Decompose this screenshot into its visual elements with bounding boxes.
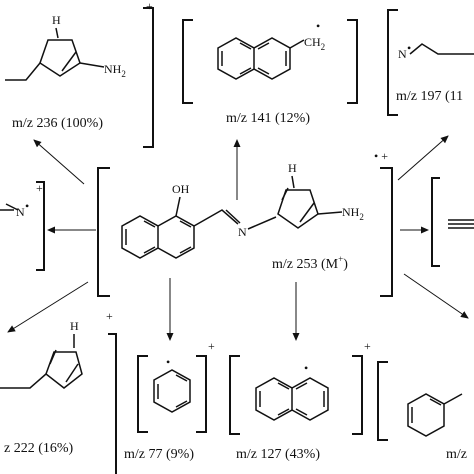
- label-77: m/z 77 (9%): [124, 447, 194, 462]
- n-c-bond: [247, 216, 277, 230]
- naphthalene-ring: [255, 377, 329, 421]
- chain: [0, 203, 19, 211]
- imine-chain: [409, 43, 474, 55]
- radical-dot: •: [407, 41, 411, 55]
- bracket-left: [229, 355, 240, 435]
- atom-n: N: [16, 205, 25, 219]
- bracket-right: [196, 355, 207, 433]
- fragment-77: • + m/z 77 (9%): [124, 339, 215, 462]
- triple-bond: [448, 219, 474, 229]
- fragment-222: H z 222 (16%) +: [0, 309, 117, 474]
- fragment-141: CH2 • m/z 141 (12%): [182, 19, 358, 126]
- fragment-bottom-right: m/z: [377, 361, 467, 462]
- imine-chain: [0, 373, 47, 389]
- bracket-right: [143, 7, 154, 148]
- naphthalene-ring: [217, 37, 291, 80]
- benzo-ring-inner: [411, 398, 442, 423]
- bracket-right: [380, 167, 393, 297]
- ch2-bond: [289, 39, 305, 49]
- c-nh2-bond: [79, 62, 105, 68]
- label-236: m/z 236 (100%): [12, 116, 103, 131]
- triazole-ring: [39, 39, 81, 77]
- charge-plus: +: [364, 339, 371, 353]
- arrow-to-197: [397, 135, 449, 181]
- label-197: m/z 197 (11: [396, 89, 463, 104]
- benzene-ring: [153, 369, 191, 413]
- bracket-right: [108, 333, 117, 474]
- c-nh2-bond: [317, 211, 343, 215]
- atom-oh: OH: [172, 182, 190, 196]
- radical-dot: •: [304, 361, 308, 375]
- atom-ch2: CH2: [304, 35, 325, 52]
- bracket-left: [377, 361, 388, 441]
- imine-chain: [5, 62, 41, 81]
- fragment-236: H NH2 m/z 236 (100%) +: [5, 0, 154, 148]
- molecular-ion-253: OH N H NH2 • + m/z 253 (M+): [97, 149, 393, 297]
- atom-nh2: NH2: [342, 205, 364, 222]
- arrow-to-bottom-right: [403, 273, 469, 319]
- atom-h: H: [70, 319, 79, 333]
- atom-h: H: [52, 13, 61, 27]
- atom-nh2: NH2: [104, 62, 126, 79]
- benzo-ring: [407, 393, 463, 437]
- bracket-right: [352, 355, 363, 435]
- charge-plus: +: [36, 181, 43, 195]
- bracket-left: [387, 9, 398, 116]
- label-cut: m/z: [446, 447, 467, 462]
- triazole-ring: [45, 349, 83, 389]
- charge-plus: +: [106, 309, 113, 323]
- fragment-197: N • m/z 197 (11: [387, 9, 474, 116]
- label-222: z 222 (16%): [4, 441, 74, 456]
- charge-plus: +: [146, 0, 153, 13]
- fragment-left-mid: N • +: [0, 181, 45, 271]
- fragment-127: • + m/z 127 (43%): [229, 339, 371, 462]
- radical-dot: •: [25, 199, 29, 213]
- oh-bond: [175, 196, 181, 217]
- bracket-right: [36, 181, 45, 271]
- radical-dot: •: [166, 355, 170, 369]
- atom-h: H: [288, 161, 297, 175]
- charge-radical-cation: • +: [374, 149, 388, 163]
- reaction-arrows: [7, 135, 469, 341]
- arrow-to-222: [7, 281, 89, 333]
- bracket-right: [347, 19, 358, 104]
- bracket-left: [97, 167, 110, 297]
- imine-double: [225, 209, 241, 224]
- label-253: m/z 253 (M+): [272, 254, 348, 272]
- radical-dot: •: [316, 19, 320, 33]
- nh-bond: [291, 175, 295, 189]
- imine-chain: [193, 209, 239, 227]
- nh-bond: [55, 27, 59, 39]
- bracket-left: [182, 19, 193, 104]
- naphthol-ring: [121, 215, 195, 259]
- label-127: m/z 127 (43%): [236, 447, 320, 462]
- triazole-ring: [277, 187, 319, 229]
- atom-n: N: [238, 225, 247, 239]
- bracket-left: [431, 177, 440, 267]
- charge-plus: +: [208, 339, 215, 353]
- bracket-left: [137, 355, 148, 433]
- atom-n: N: [398, 47, 407, 61]
- fragment-right-mid: [431, 177, 474, 267]
- arrow-to-236: [33, 139, 85, 185]
- label-141: m/z 141 (12%): [226, 111, 310, 126]
